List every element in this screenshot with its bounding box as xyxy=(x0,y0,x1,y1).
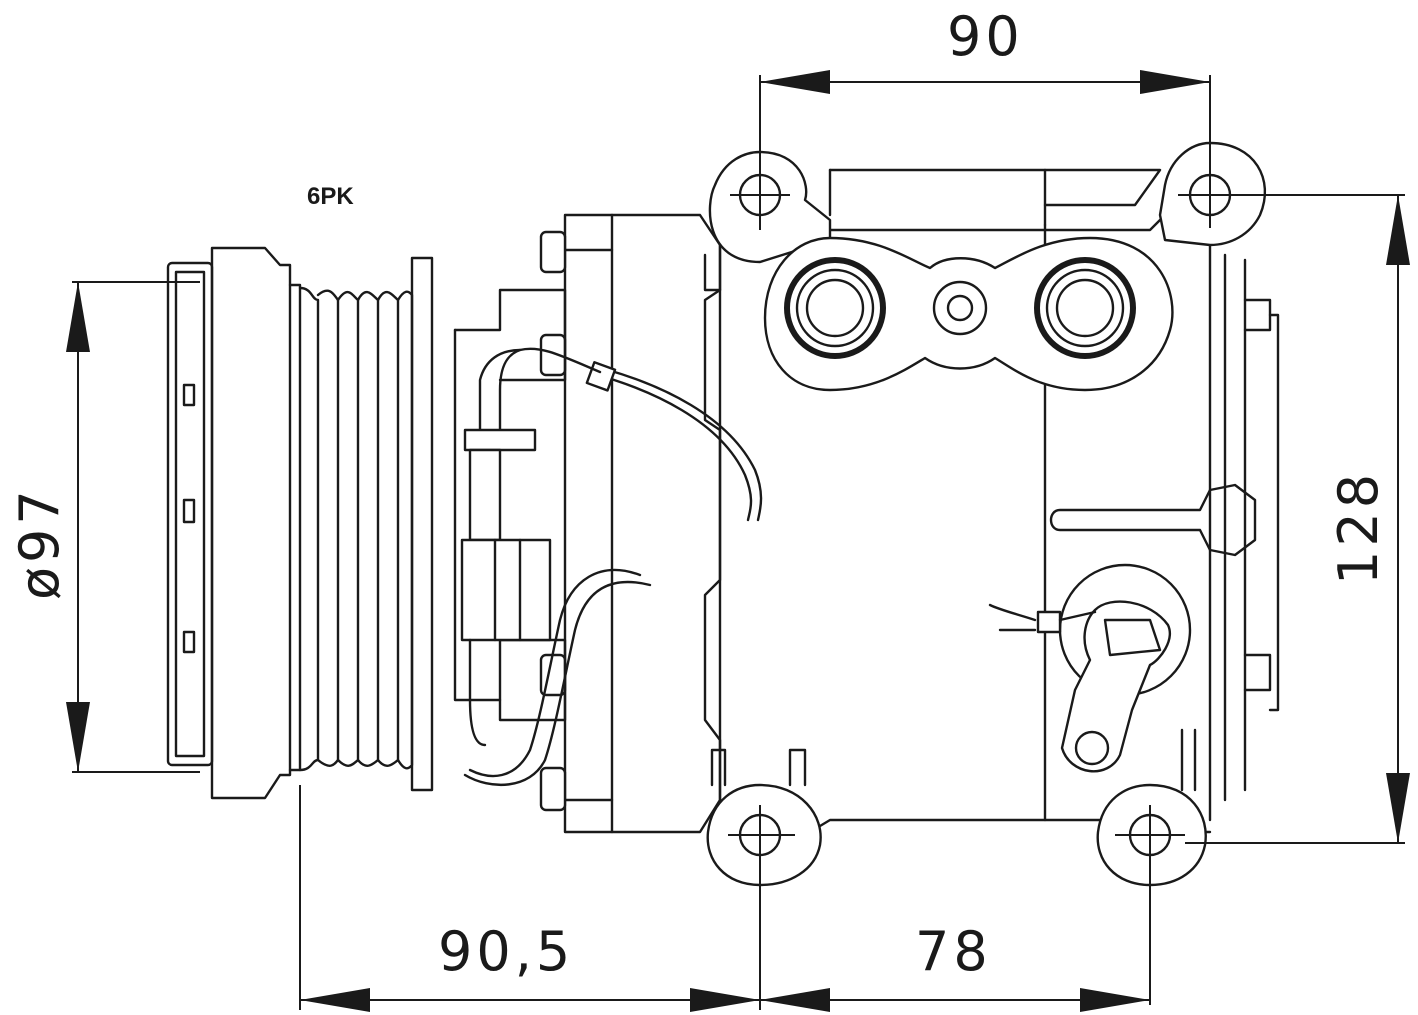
cables xyxy=(460,347,1097,786)
hub-bolts xyxy=(182,383,196,654)
port-manifold xyxy=(763,236,1174,392)
dimension-label-pulley-offset: 90,5 xyxy=(438,920,574,983)
mount-ear-bottom-left xyxy=(706,783,822,887)
pressure-switch xyxy=(1058,563,1192,773)
pulley-grooves xyxy=(288,283,414,772)
mount-ear-top-left xyxy=(708,150,832,264)
dimension-label-height: 128 xyxy=(1327,470,1390,585)
dimension-label-top-width: 90 xyxy=(947,5,1024,68)
dimension-lines xyxy=(66,70,1410,1012)
dimension-label-pulley-diameter: ø97 xyxy=(8,486,71,600)
dimension-label-bottom-width: 78 xyxy=(915,920,992,983)
compressor-body xyxy=(453,141,1280,1005)
belt-type-label: 6PK xyxy=(307,183,354,210)
mount-ear-bottom-right xyxy=(1096,783,1207,1005)
clutch-pulley-assembly xyxy=(166,246,434,800)
